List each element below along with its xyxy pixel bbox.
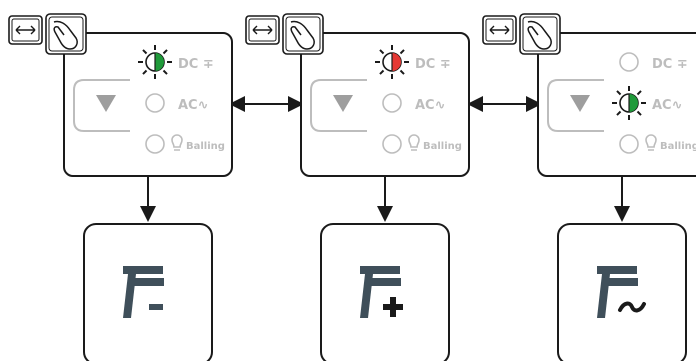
- selector-bracket: [547, 79, 604, 132]
- ac-label: AC∿: [652, 98, 683, 113]
- electrode-leg: [360, 274, 373, 318]
- result-box: [557, 223, 687, 361]
- press-hand-inner: [48, 16, 84, 52]
- press-hand-inner: [285, 16, 321, 52]
- hand-outline: [290, 20, 315, 50]
- electrode-bar-top: [123, 266, 163, 274]
- electrode-bar-top: [360, 266, 400, 274]
- dc-label: DC ∓: [415, 57, 451, 72]
- press-hand-icon: [519, 13, 561, 55]
- led-off-icon: [382, 134, 402, 154]
- ac-label: AC∿: [415, 98, 446, 113]
- press-hand-icon: [282, 13, 324, 55]
- control-panel-2: DC ∓ AC∿ Balling: [245, 13, 470, 361]
- double-arrow-icon: [15, 25, 36, 35]
- dc-label: DC ∓: [178, 57, 214, 72]
- dc-label: DC ∓: [652, 57, 688, 72]
- select-arrows-inner: [248, 18, 277, 42]
- selector-bracket: [73, 79, 130, 132]
- led-off-icon: [382, 93, 402, 113]
- double-arrow-icon: [489, 25, 510, 35]
- electrode-leg: [123, 274, 136, 318]
- electrode-bar-mid: [608, 278, 638, 286]
- led-off-icon: [619, 134, 639, 154]
- led-ray: [142, 69, 148, 75]
- balling-icon: [171, 134, 183, 151]
- led-half-fill: [629, 94, 638, 112]
- hand-outline: [527, 20, 552, 50]
- balling-label: Balling: [423, 141, 462, 152]
- led-ray: [399, 69, 405, 75]
- balling-label: Balling: [660, 141, 696, 152]
- balling-icon: [408, 134, 420, 151]
- led-rays-icon: [138, 45, 172, 79]
- led-ray: [379, 49, 385, 55]
- plus-sign-v: [390, 297, 396, 317]
- led-off-icon: [619, 52, 639, 72]
- balling-label: Balling: [186, 141, 225, 152]
- led-ray: [399, 49, 405, 55]
- led-off-icon: [145, 93, 165, 113]
- result-box: [320, 223, 450, 361]
- down-triangle-icon: [570, 95, 590, 112]
- control-panel-1: DC ∓ AC∿ Balling: [8, 13, 233, 361]
- down-triangle-icon: [96, 95, 116, 112]
- electrode-leg: [597, 274, 610, 318]
- led-rays-icon: [612, 86, 646, 120]
- result-box: [83, 223, 213, 361]
- press-hand-icon: [45, 13, 87, 55]
- led-ray: [142, 49, 148, 55]
- select-arrows-inner: [485, 18, 514, 42]
- minus-sign-icon: [149, 304, 163, 310]
- led-half-fill: [392, 53, 401, 71]
- led-ray: [379, 69, 385, 75]
- tilde-sign-icon: [618, 301, 646, 313]
- led-ray: [616, 110, 622, 116]
- electrode-bar-top: [597, 266, 637, 274]
- select-arrows-inner: [11, 18, 40, 42]
- down-triangle-icon: [333, 95, 353, 112]
- balling-icon: [645, 134, 657, 151]
- control-panel-3: DC ∓ AC∿ Balling: [482, 13, 696, 361]
- led-ray: [616, 90, 622, 96]
- led-ray: [162, 69, 168, 75]
- led-rays-icon: [375, 45, 409, 79]
- ac-label: AC∿: [178, 98, 209, 113]
- selector-bracket: [310, 79, 367, 132]
- press-hand-inner: [522, 16, 558, 52]
- electrode-bar-mid: [371, 278, 401, 286]
- led-half-fill: [155, 53, 164, 71]
- led-ray: [162, 49, 168, 55]
- led-off-icon: [145, 134, 165, 154]
- double-arrow-icon: [252, 25, 273, 35]
- electrode-bar-mid: [134, 278, 164, 286]
- hand-outline: [53, 20, 78, 50]
- led-ray: [636, 90, 642, 96]
- led-ray: [636, 110, 642, 116]
